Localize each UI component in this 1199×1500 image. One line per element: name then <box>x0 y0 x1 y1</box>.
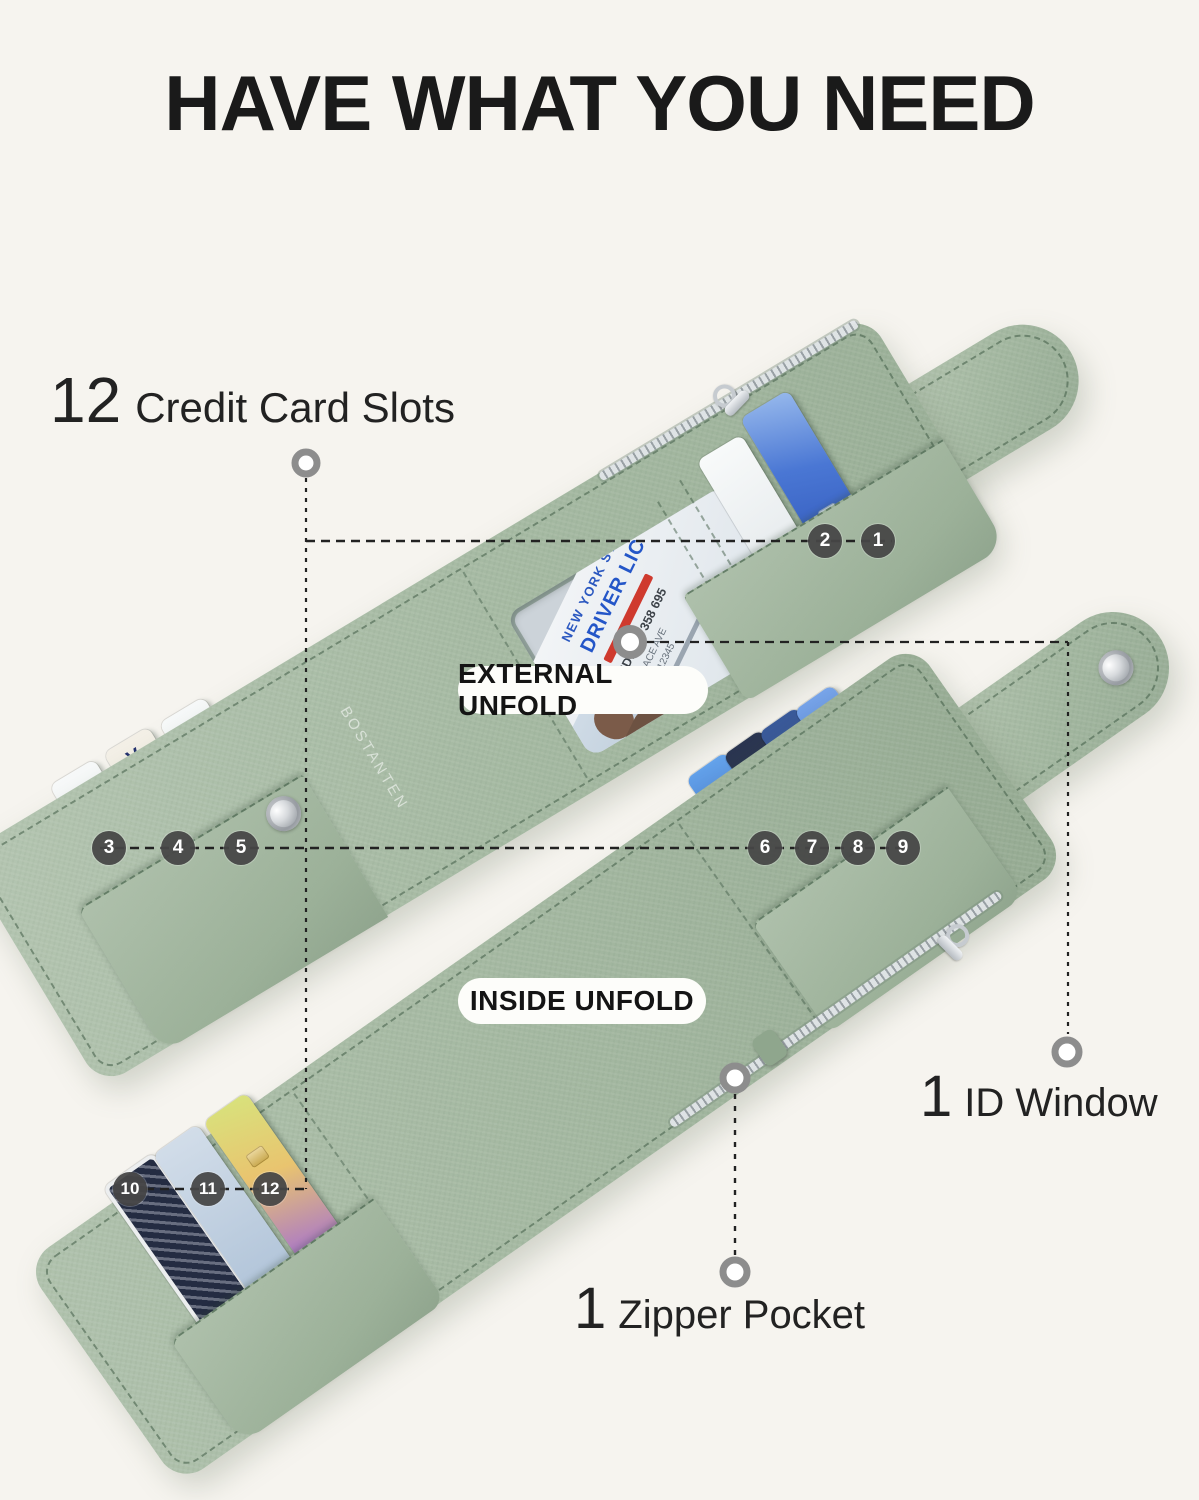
feature-zipper-pocket: 1 Zipper Pocket <box>574 1280 865 1338</box>
slot-marker-10: 10 <box>113 1172 147 1206</box>
slot-marker-8: 8 <box>841 831 875 865</box>
slot-marker-3: 3 <box>92 831 126 865</box>
feature-label: Zipper Pocket <box>618 1293 866 1337</box>
slot-marker-7: 7 <box>795 831 829 865</box>
ring-card-slots <box>291 448 321 478</box>
feature-label: ID Window <box>964 1081 1158 1125</box>
feature-count: 1 <box>920 1064 953 1129</box>
slot-marker-6: 6 <box>748 831 782 865</box>
slot-marker-12: 12 <box>253 1172 287 1206</box>
badge-external-unfold: EXTERNAL UNFOLD <box>458 658 708 721</box>
feature-card-slots: 12 Credit Card Slots <box>50 368 455 432</box>
slot-marker-1: 1 <box>861 524 895 558</box>
slot-marker-2: 2 <box>808 524 842 558</box>
feature-id-window: 1 ID Window <box>920 1068 1158 1126</box>
ring-id-window-label <box>1051 1036 1083 1068</box>
slot-marker-9: 9 <box>886 831 920 865</box>
feature-count: 12 <box>50 364 122 436</box>
slot-marker-11: 11 <box>191 1172 225 1206</box>
slot-marker-5: 5 <box>224 831 258 865</box>
card-chip <box>245 1144 271 1169</box>
page-title: HAVE WHAT YOU NEED <box>164 59 1035 147</box>
slot-marker-4: 4 <box>161 831 195 865</box>
badge-inside-unfold: INSIDE UNFOLD <box>458 978 706 1024</box>
feature-label: Credit Card Slots <box>135 384 455 431</box>
feature-count: 1 <box>574 1276 607 1341</box>
